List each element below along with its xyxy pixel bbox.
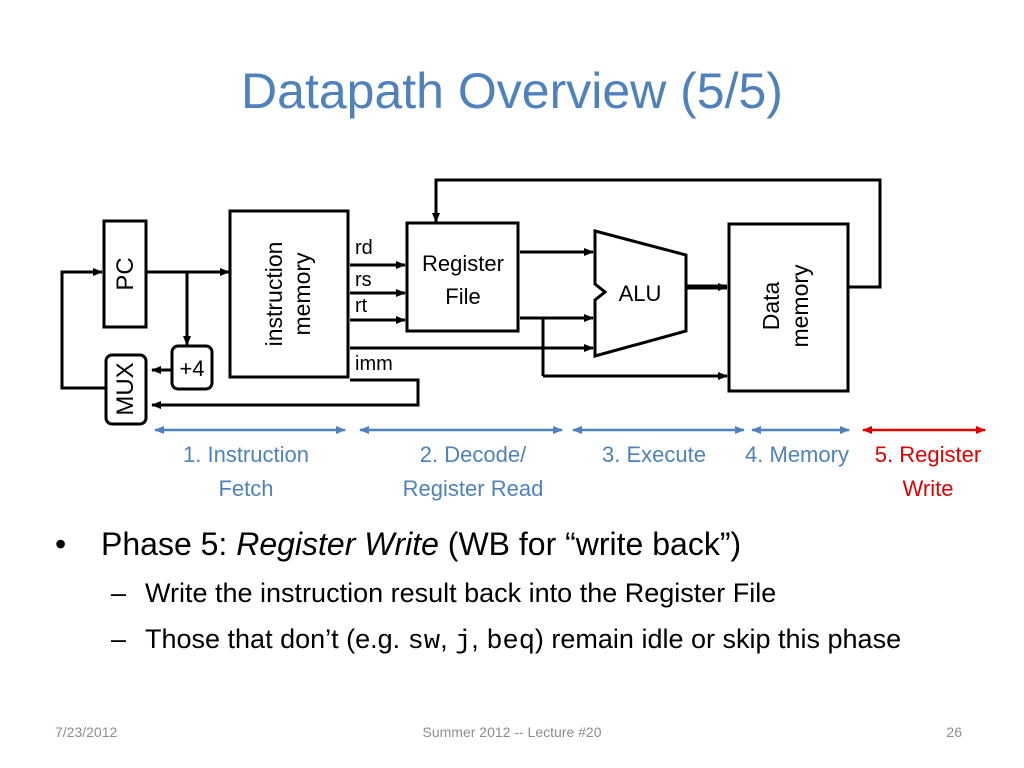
register-file-block <box>405 221 520 333</box>
alu-label: ALU <box>619 281 662 306</box>
datapath-diagram: PC MUX +4 instruction memory rd rs rt im… <box>60 178 986 434</box>
footer-date: 7/23/2012 <box>55 724 118 740</box>
register-file-label-1: Register <box>422 251 504 276</box>
alu-block <box>593 229 688 358</box>
datapath-wires <box>60 178 882 409</box>
instruction-memory-label-2: memory <box>289 252 315 336</box>
instruction-memory-label-1: instruction <box>261 242 287 347</box>
plus4-label: +4 <box>179 356 204 381</box>
rt-label: rt <box>355 295 368 317</box>
footer-page-number: 26 <box>946 724 962 740</box>
slide-title: Datapath Overview (5/5) <box>241 63 783 119</box>
mux-label: MUX <box>112 362 139 415</box>
data-memory-block <box>727 222 850 393</box>
data-memory-label-1: Data <box>758 282 784 331</box>
data-memory-label-2: memory <box>787 264 813 348</box>
phase-label-3: 3. Execute <box>602 442 706 467</box>
phase-label-2: 2. Decode/Register Read <box>402 442 544 501</box>
bullet-phase5: •Phase 5: Register Write (WB for “write … <box>55 526 742 562</box>
plus4-block <box>170 344 214 391</box>
bullet-list: •Phase 5: Register Write (WB for “write … <box>55 522 1005 661</box>
rs-label: rs <box>355 269 372 291</box>
sub-bullet-1: –Write the instruction result back into … <box>111 578 777 608</box>
instruction-memory-block <box>228 209 350 379</box>
mux-block <box>104 353 148 426</box>
pc-label: PC <box>112 257 139 290</box>
imm-label: imm <box>355 353 393 375</box>
phase-label-4: 4. Memory <box>745 442 849 467</box>
rd-label: rd <box>355 237 373 259</box>
register-file-label-2: File <box>445 284 480 309</box>
sub-bullet-2: –Those that don’t (e.g. sw, j, beq) rema… <box>111 624 902 657</box>
pc-block <box>102 219 148 329</box>
wire-mux-to-pc <box>60 268 106 390</box>
wire-imm-to-mux <box>151 378 420 409</box>
footer-lecture: Summer 2012 -- Lecture #20 <box>422 724 602 740</box>
wire-writeback <box>432 178 882 289</box>
